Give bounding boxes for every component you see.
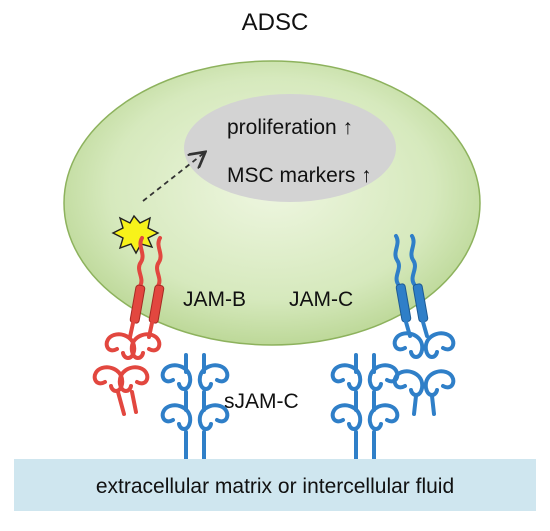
dashed-arrow-icon: [142, 153, 204, 202]
signal-burst-icon: [111, 214, 160, 255]
jam-c-label: JAM-C: [289, 288, 353, 311]
jam-c-protein: [392, 234, 456, 416]
matrix-label: extracellular matrix or intercellular fl…: [96, 475, 454, 498]
nucleus-text-proliferation: proliferation ↑: [227, 116, 353, 139]
jam-b-label: JAM-B: [183, 288, 246, 311]
nucleus-text-msc-markers: MSC markers ↑: [227, 164, 372, 187]
jam-b-protein: [92, 236, 165, 416]
nucleus: [184, 94, 396, 202]
sjam-c-protein-right: [330, 353, 400, 462]
cell-title: ADSC: [242, 9, 309, 36]
sjam-c-protein-left: [160, 353, 230, 462]
sjam-c-label: sJAM-C: [224, 390, 299, 413]
matrix-band: [14, 459, 536, 511]
